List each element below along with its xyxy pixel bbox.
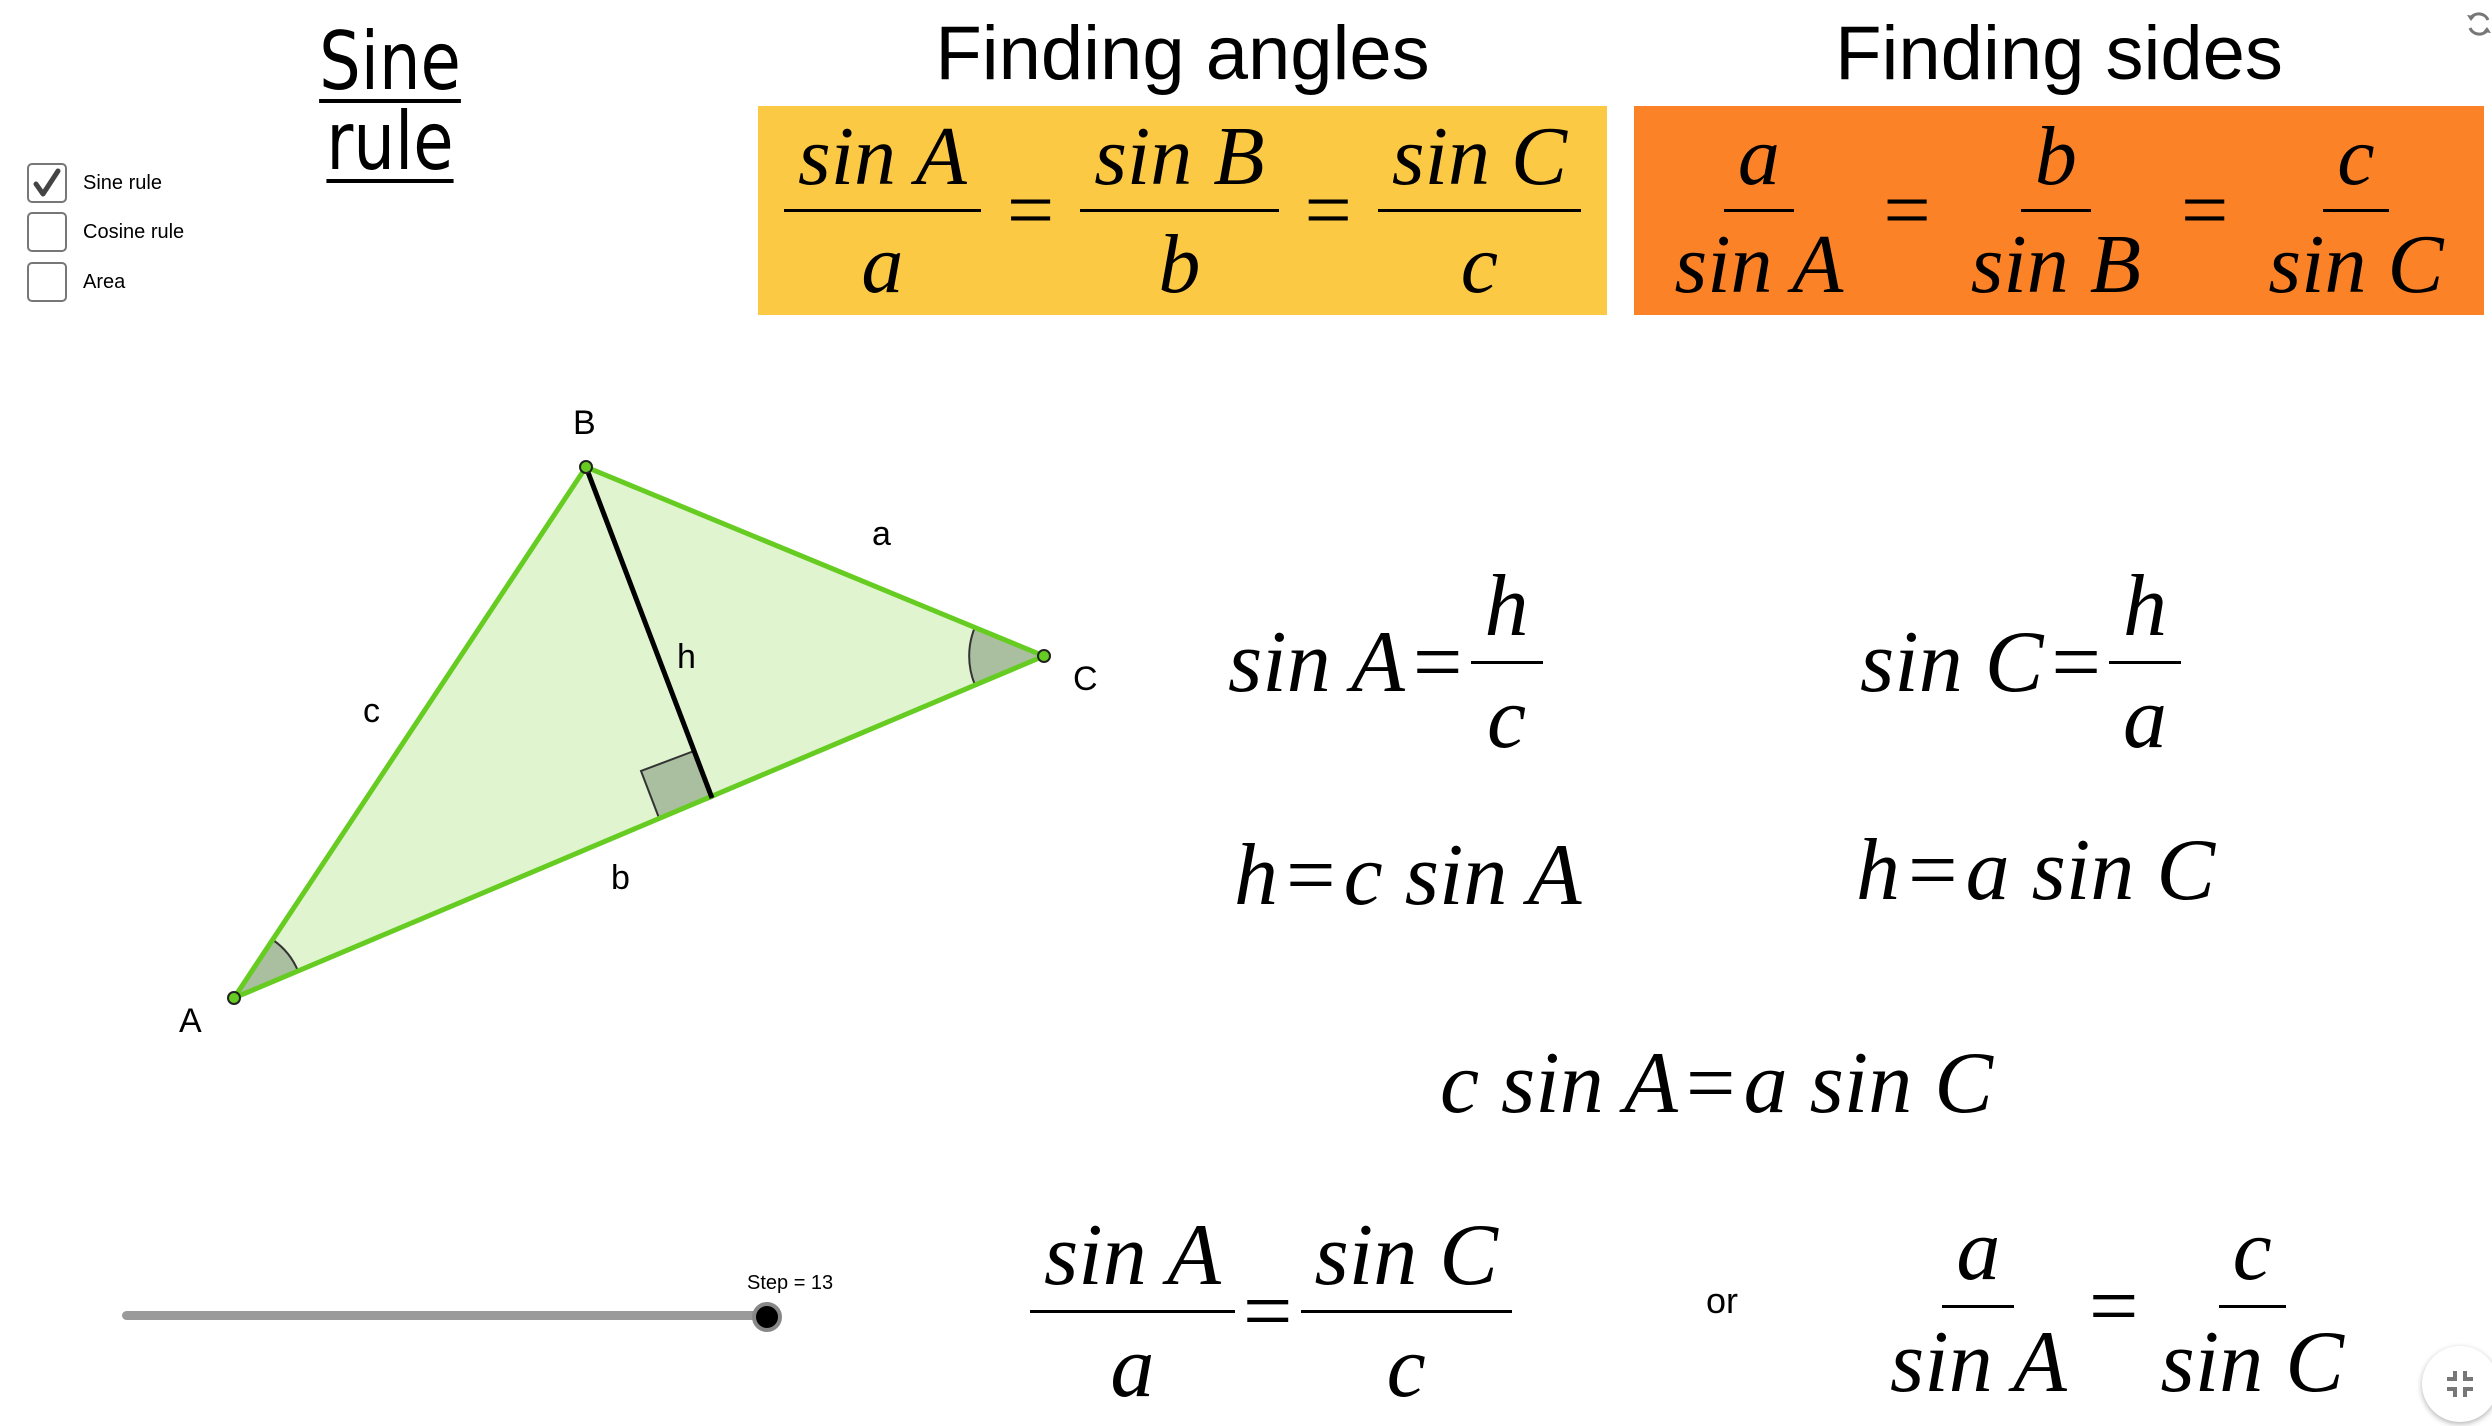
vertex-A-point[interactable] [227,991,241,1005]
step-slider-knob[interactable] [752,1302,782,1332]
formula-lhs: h [1856,822,1900,919]
vertex-label-A: A [179,1002,202,1040]
checkbox-area[interactable]: Area [27,262,125,302]
equals-sign: = [1412,614,1463,711]
numerator: sin C [1377,108,1581,212]
equals-sign: = [1304,164,1352,257]
equals-sign: = [1006,164,1055,257]
checkmark-icon [33,168,61,197]
denominator: sin C [2160,1314,2344,1411]
vertex-B-point[interactable] [579,460,593,474]
denominator: sin A [1890,1314,2067,1411]
formula-lhs: c sin A [1440,1035,1678,1132]
numerator: sin A [1030,1205,1235,1313]
or-text: or [1706,1280,1739,1321]
checkbox-label: Sine rule [83,171,162,194]
finding-sides-heading: Finding sides [1835,11,2283,96]
side-a [585,464,1045,659]
equals-sign: = [1685,1035,1736,1132]
equals-sign: = [1286,827,1336,924]
formula-rhs: a sin C [1965,822,2216,919]
numerator: c [2218,1200,2286,1308]
formula-rhs: c sin A [1343,827,1582,924]
exit-fullscreen-button[interactable] [2422,1346,2492,1422]
equals-sign: = [2181,164,2229,257]
vertex-label-B: B [573,404,596,442]
denominator: c [1460,218,1499,311]
altitude-h [583,466,715,799]
side-label-c: c [363,692,380,730]
checkbox-label: Cosine rule [83,220,185,243]
angle-C-marker [968,625,1047,687]
numerator: a [1942,1200,2015,1308]
page-title: Sine rule [319,15,461,188]
checkbox-box[interactable] [27,262,67,302]
denominator: a [861,218,904,311]
triangle-fill [234,467,1044,998]
side-label-h: h [677,638,696,676]
formula-h-a-sinC: h=a sin C [1856,820,2215,921]
checkbox-box[interactable] [27,163,67,203]
numerator: b [2020,108,2091,212]
numerator: c [2323,108,2389,212]
denominator: a [2123,670,2168,767]
numerator: sin C [1300,1205,1512,1313]
equals-sign: = [2051,614,2102,711]
checkbox-sine-rule[interactable]: Sine rule [27,163,162,203]
checkbox-cosine-rule[interactable]: Cosine rule [27,212,184,252]
numerator: sin B [1080,108,1279,212]
numerator: a [1723,108,1794,212]
equals-sign: = [1883,164,1931,257]
formula-combined: c sin A=a sin C [1440,1033,1993,1134]
numerator: h [1470,556,1543,664]
denominator: sin B [1970,218,2142,311]
denominator: c [1386,1319,1426,1416]
step-slider-label: Step = 13 [747,1272,834,1294]
checkbox-label: Area [83,270,126,293]
formula-lhs: sin C [1860,614,2044,711]
finding-angles-heading: Finding angles [935,11,1430,96]
numerator: h [2109,556,2182,664]
formula-rhs: a sin C [1743,1035,1993,1132]
denominator: a [1110,1319,1155,1416]
denominator: c [1486,670,1527,767]
side-label-a: a [872,515,891,553]
step-slider-track[interactable] [122,1311,768,1320]
formula-lhs: h [1234,827,1278,924]
formula-h-c-sinA: h=c sin A [1234,825,1582,926]
side-label-b: b [611,859,630,897]
vertex-C-point[interactable] [1037,649,1051,663]
equals-sign: = [1242,1263,1293,1360]
numerator: sin A [784,108,981,212]
denominator: sin C [2268,218,2444,311]
formula-lhs: sin A [1228,614,1405,711]
side-b [233,653,1045,1001]
refresh-icon[interactable] [2466,10,2492,43]
denominator: b [1158,218,1201,311]
exit-fullscreen-icon [2447,1371,2473,1397]
vertex-label-C: C [1073,660,1098,698]
equals-sign: = [1908,822,1958,919]
equals-sign: = [2088,1258,2139,1355]
denominator: sin A [1674,218,1844,311]
checkbox-box[interactable] [27,212,67,252]
side-c [231,465,589,1000]
